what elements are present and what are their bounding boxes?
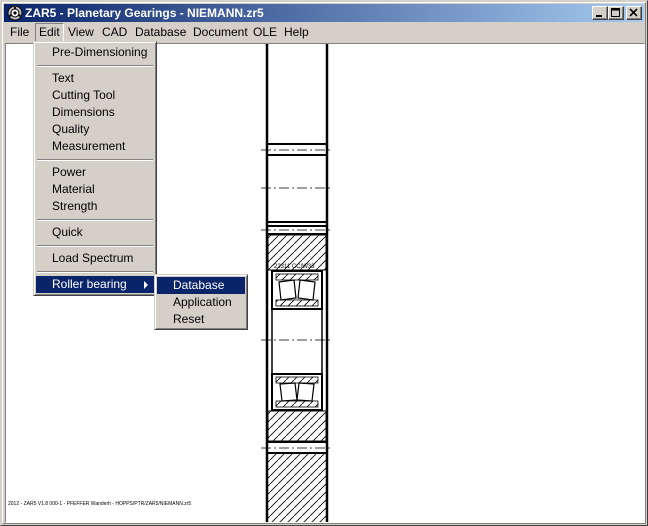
menu-separator xyxy=(36,267,154,276)
menu-database[interactable]: Database xyxy=(135,25,187,39)
menu-item-measurement[interactable]: Measurement xyxy=(52,139,126,153)
menu-cad[interactable]: CAD xyxy=(102,25,128,39)
close-button[interactable] xyxy=(626,6,642,20)
menu-item-strength[interactable]: Strength xyxy=(52,199,98,213)
maximize-icon xyxy=(611,8,620,17)
menu-item-text[interactable]: Text xyxy=(52,71,75,85)
menu-item-cutting-tool[interactable]: Cutting Tool xyxy=(52,88,116,102)
bottom-housing xyxy=(268,454,326,522)
submenu-arrow-icon xyxy=(144,281,148,289)
close-icon xyxy=(629,8,638,17)
maximize-button[interactable] xyxy=(608,6,624,20)
menu-item-quick[interactable]: Quick xyxy=(52,225,83,239)
minimize-button[interactable] xyxy=(592,6,608,20)
menu-item-quality[interactable]: Quality xyxy=(52,122,90,136)
menu-item-roller-bearing-label: Roller bearing xyxy=(52,277,127,291)
menu-help[interactable]: Help xyxy=(284,25,309,39)
menu-separator xyxy=(36,215,154,224)
menu-separator xyxy=(36,61,154,70)
footer-note: 2012 - ZAR5 V1.8 000-1 - PFEFFER Wanderh… xyxy=(8,501,192,507)
menu-item-roller-bearing[interactable]: Roller bearing xyxy=(36,276,154,293)
window-title: ZAR5 - Planetary Gearings - NIEMANN.zr5 xyxy=(25,6,264,20)
bearing-label: 22311 CC/W33 xyxy=(274,264,315,270)
minimize-icon xyxy=(596,15,602,17)
menu-item-material[interactable]: Material xyxy=(52,182,95,196)
submenu-item-application[interactable]: Application xyxy=(173,295,232,309)
menu-bar: File Edit View CAD Database Document OLE… xyxy=(4,23,644,42)
menu-item-power[interactable]: Power xyxy=(52,165,87,179)
menu-edit[interactable]: Edit xyxy=(35,23,64,42)
menu-separator xyxy=(36,241,154,250)
menu-document[interactable]: Document xyxy=(193,25,248,39)
app-gear-icon xyxy=(7,5,23,21)
menu-item-load-spectrum[interactable]: Load Spectrum xyxy=(52,251,134,265)
menu-item-pre-dimensioning[interactable]: Pre-Dimensioning xyxy=(52,45,148,59)
edit-menu-popup: Pre-Dimensioning Text Cutting Tool Dimen… xyxy=(33,41,157,296)
roller-bearing-submenu: Database Application Reset xyxy=(154,274,248,330)
submenu-item-database[interactable]: Database xyxy=(157,277,245,294)
menu-separator xyxy=(36,155,154,164)
gear-drawing: 22311 CC/W33 xyxy=(261,44,333,522)
menu-ole[interactable]: OLE xyxy=(253,25,278,39)
submenu-item-reset[interactable]: Reset xyxy=(173,312,205,326)
menu-item-dimensions[interactable]: Dimensions xyxy=(52,105,115,119)
menu-view[interactable]: View xyxy=(68,25,94,39)
lower-housing xyxy=(267,410,327,442)
menu-file[interactable]: File xyxy=(10,25,30,39)
title-bar[interactable]: ZAR5 - Planetary Gearings - NIEMANN.zr5 xyxy=(4,4,644,22)
